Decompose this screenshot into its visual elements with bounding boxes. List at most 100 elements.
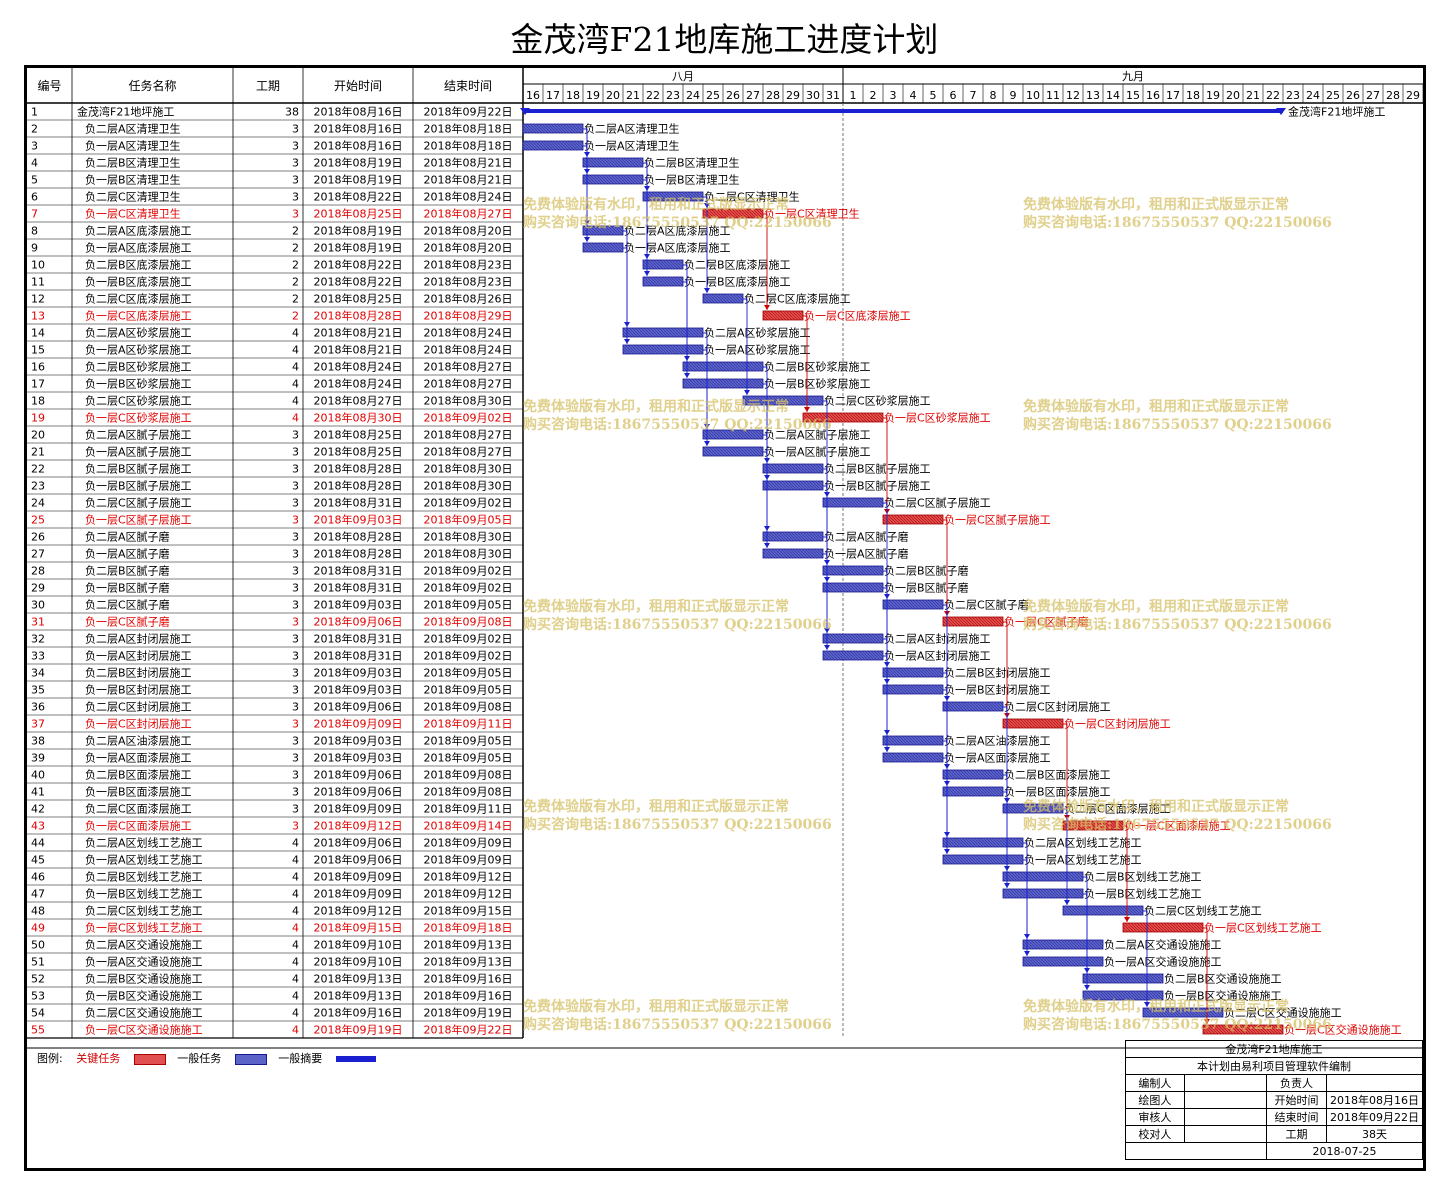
info-checker — [1183, 1125, 1268, 1143]
task-id: 28 — [31, 565, 45, 578]
gantt-normal-bar — [642, 276, 684, 287]
task-id: 41 — [31, 786, 45, 799]
info-reviewer-label: 审核人 — [1125, 1108, 1185, 1126]
gantt-normal-bar — [882, 667, 944, 678]
task-id: 43 — [31, 820, 45, 833]
task-start: 2018年08月27日 — [314, 394, 403, 408]
day-label: 31 — [826, 89, 840, 102]
gantt-link-arrow — [1004, 883, 1010, 888]
task-start: 2018年08月16日 — [314, 139, 403, 153]
gantt-normal-bar — [1002, 871, 1084, 882]
gantt-link — [943, 757, 948, 854]
task-duration: 3 — [292, 616, 299, 629]
task-duration: 4 — [292, 922, 299, 935]
task-name: 负二层A区划线工艺施工 — [85, 836, 203, 850]
gantt-critical-bar — [1062, 820, 1124, 831]
task-id: 54 — [31, 1007, 45, 1020]
task-start: 2018年09月06日 — [314, 785, 403, 799]
task-duration: 3 — [292, 684, 299, 697]
info-owner — [1326, 1074, 1423, 1092]
task-name: 负一层A区腻子层施工 — [85, 445, 192, 459]
watermark: 免费体验版有水印，租用和正式版显示正常购买咨询电话:18675550537 QQ… — [1023, 399, 1332, 433]
task-duration: 4 — [292, 327, 299, 340]
task-end: 2018年09月08日 — [424, 785, 513, 799]
task-start: 2018年09月16日 — [314, 1006, 403, 1020]
legend-critical-label: 关键任务 — [76, 1052, 121, 1065]
gantt-critical-bar — [702, 208, 764, 219]
gantt-normal-bar — [942, 786, 1004, 797]
task-duration: 4 — [292, 990, 299, 1003]
task-end: 2018年08月20日 — [424, 241, 513, 255]
gantt-critical-bar — [942, 616, 1004, 627]
day-label: 5 — [930, 89, 937, 102]
task-id: 20 — [31, 429, 45, 442]
day-label: 17 — [1166, 89, 1180, 102]
day-label: 28 — [1386, 89, 1400, 102]
info-date: 2018-07-25 — [1266, 1142, 1423, 1160]
gantt-link — [823, 400, 828, 497]
gantt-link-arrow — [1124, 917, 1130, 922]
task-id: 35 — [31, 684, 45, 697]
task-id: 7 — [31, 208, 38, 221]
day-label: 24 — [1306, 89, 1320, 102]
task-duration: 3 — [292, 820, 299, 833]
day-label: 19 — [1206, 89, 1220, 102]
task-id: 2 — [31, 123, 38, 136]
gantt-bar-label: 负一层A区划线工艺施工 — [1024, 853, 1142, 867]
gantt-normal-bar — [742, 395, 824, 406]
task-id: 30 — [31, 599, 45, 612]
gantt-bar-label: 负二层A区交通设施施工 — [1104, 938, 1222, 952]
task-id: 48 — [31, 905, 45, 918]
task-start: 2018年08月22日 — [314, 275, 403, 289]
gantt-bar-label: 负一层A区腻子磨 — [824, 547, 909, 561]
task-start: 2018年08月25日 — [314, 292, 403, 306]
task-duration: 38 — [285, 106, 299, 119]
task-id: 12 — [31, 293, 45, 306]
gantt-link — [643, 179, 648, 276]
task-id: 32 — [31, 633, 45, 646]
gantt-link-arrow — [1204, 1019, 1210, 1024]
gantt-normal-bar — [882, 684, 944, 695]
task-end: 2018年09月08日 — [424, 768, 513, 782]
gantt-bar-label: 负一层B区封闭层施工 — [944, 683, 1051, 697]
task-id: 31 — [31, 616, 45, 629]
task-id: 27 — [31, 548, 45, 561]
watermark: 免费体验版有水印，租用和正式版显示正常购买咨询电话:18675550537 QQ… — [1023, 999, 1332, 1033]
gantt-normal-bar — [942, 769, 1004, 780]
day-label: 18 — [566, 89, 580, 102]
task-start: 2018年09月03日 — [314, 751, 403, 765]
task-name: 负二层A区腻子磨 — [85, 530, 170, 544]
day-label: 26 — [726, 89, 740, 102]
gantt-link-arrow — [764, 305, 770, 310]
day-label: 27 — [1366, 89, 1380, 102]
gantt-normal-bar — [1082, 973, 1164, 984]
day-label: 12 — [1066, 89, 1080, 102]
gantt-bar-label: 负二层C区划线工艺施工 — [1144, 904, 1262, 918]
task-duration: 4 — [292, 871, 299, 884]
task-name: 负一层A区清理卫生 — [85, 139, 181, 153]
task-start: 2018年09月12日 — [314, 904, 403, 918]
task-id: 25 — [31, 514, 45, 527]
task-id: 21 — [31, 446, 45, 459]
gantt-link — [1123, 825, 1128, 922]
gantt-critical-bar — [1002, 718, 1064, 729]
task-id: 40 — [31, 769, 45, 782]
task-end: 2018年09月11日 — [424, 802, 513, 816]
gantt-normal-bar — [762, 480, 824, 491]
task-end: 2018年09月11日 — [424, 717, 513, 731]
task-duration: 2 — [292, 293, 299, 306]
day-label: 15 — [1126, 89, 1140, 102]
task-end: 2018年08月30日 — [424, 462, 513, 476]
gantt-link — [943, 604, 948, 701]
task-start: 2018年08月28日 — [314, 462, 403, 476]
gantt-bar-label: 负二层C区面漆层施工 — [1064, 802, 1171, 816]
legend-critical-swatch — [133, 1053, 166, 1065]
gantt-bar-label: 负一层A区封闭层施工 — [884, 649, 991, 663]
task-start: 2018年09月06日 — [314, 768, 403, 782]
task-duration: 3 — [292, 786, 299, 799]
gantt-normal-bar — [702, 446, 764, 457]
gantt-link — [1003, 791, 1008, 888]
task-end: 2018年09月02日 — [424, 649, 513, 663]
